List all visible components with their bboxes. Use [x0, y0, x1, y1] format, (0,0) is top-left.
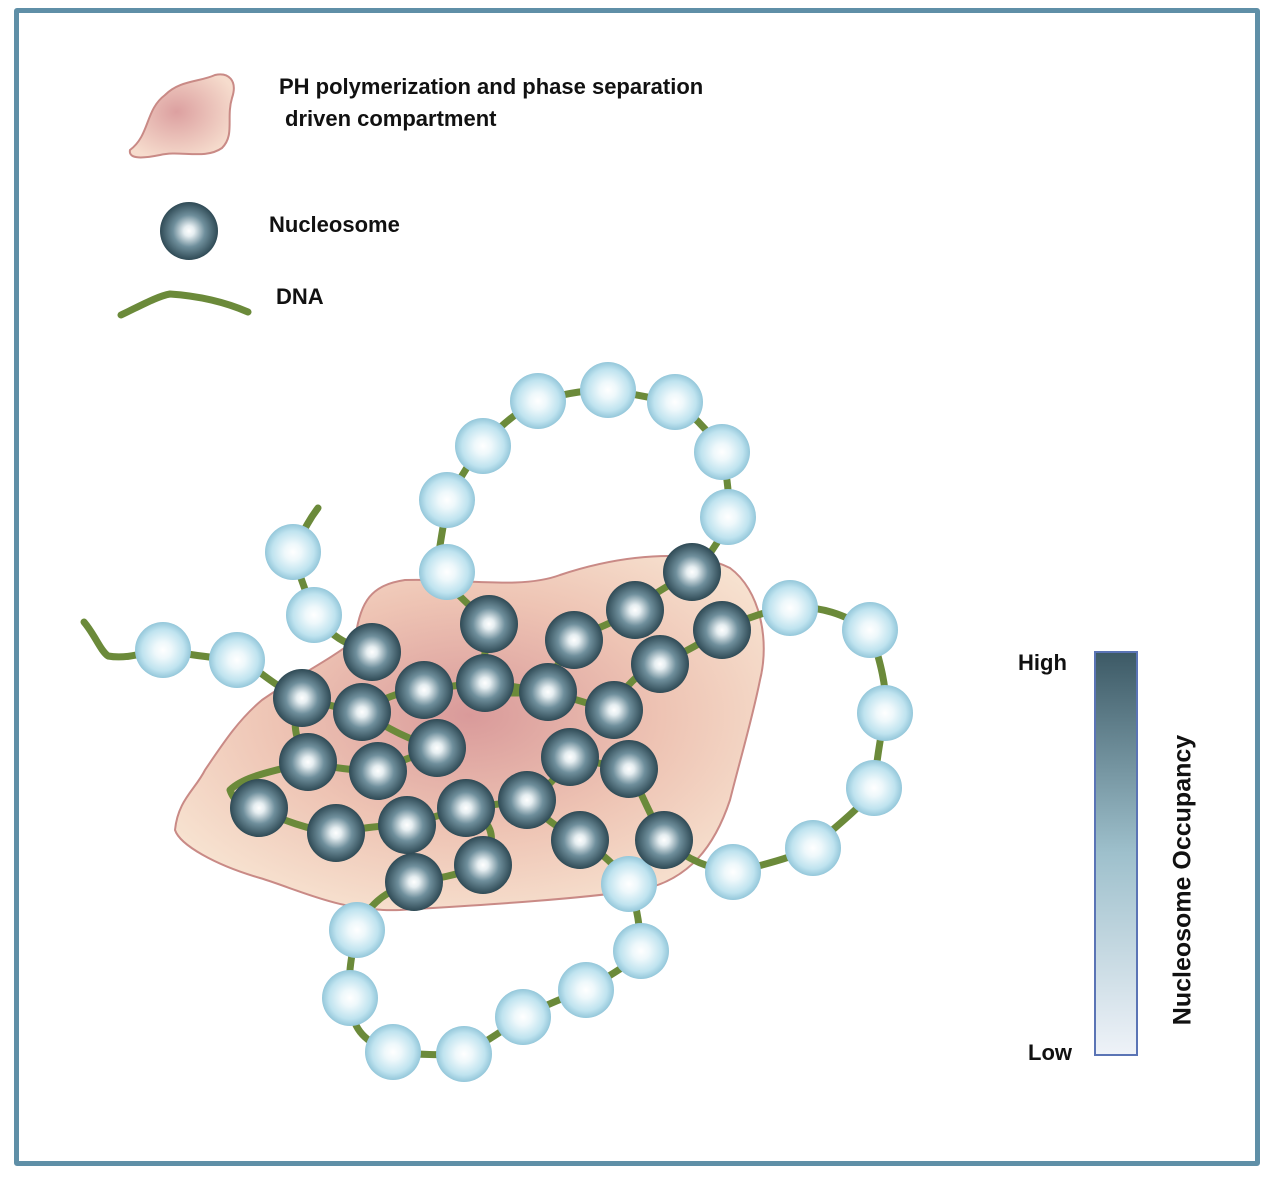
- open-nucleosome: [580, 362, 636, 418]
- compartment-legend-line1: PH polymerization and phase separation: [279, 74, 704, 99]
- open-nucleosome: [705, 844, 761, 900]
- dense-nucleosome: [635, 811, 693, 869]
- dense-nucleosome: [545, 611, 603, 669]
- dense-nucleosome: [454, 836, 512, 894]
- dense-nucleosome: [519, 663, 577, 721]
- open-nucleosome: [495, 989, 551, 1045]
- open-nucleosome: [857, 685, 913, 741]
- dense-nucleosome: [456, 654, 514, 712]
- dense-nucleosome: [498, 771, 556, 829]
- dense-nucleosome: [279, 733, 337, 791]
- open-nucleosome: [322, 970, 378, 1026]
- scale-high-label: High: [1018, 650, 1067, 675]
- nucleosome-legend-icon: [160, 202, 218, 260]
- open-nucleosome: [558, 962, 614, 1018]
- dense-nucleosome: [631, 635, 689, 693]
- open-nucleosome: [455, 418, 511, 474]
- compartment-legend-label: PH polymerization and phase separation d…: [279, 71, 703, 135]
- dense-nucleosome: [395, 661, 453, 719]
- nucleosome-legend-label: Nucleosome: [269, 212, 400, 237]
- dense-nucleosome: [385, 853, 443, 911]
- dense-nucleosome: [663, 543, 721, 601]
- open-nucleosome: [846, 760, 902, 816]
- dense-nucleosome: [606, 581, 664, 639]
- dense-nucleosome: [333, 683, 391, 741]
- dna-legend-icon: [117, 290, 252, 319]
- open-nucleosome: [436, 1026, 492, 1082]
- open-nucleosome: [419, 472, 475, 528]
- dense-nucleosome: [349, 742, 407, 800]
- open-nucleosome: [329, 902, 385, 958]
- dense-nucleosome: [460, 595, 518, 653]
- dense-nucleosome: [585, 681, 643, 739]
- dense-nucleosome: [551, 811, 609, 869]
- compartment-legend-line2: driven compartment: [285, 106, 497, 131]
- open-nucleosome: [265, 524, 321, 580]
- dense-nucleosome: [541, 728, 599, 786]
- dense-nucleosome: [230, 779, 288, 837]
- dna-strand: [80, 618, 306, 702]
- dense-nucleosome: [600, 740, 658, 798]
- open-nucleosome: [510, 373, 566, 429]
- open-nucleosome: [419, 544, 475, 600]
- open-nucleosome: [286, 587, 342, 643]
- open-nucleosome: [842, 602, 898, 658]
- open-nucleosome: [647, 374, 703, 430]
- open-nucleosome: [365, 1024, 421, 1080]
- compartment-legend-icon: [128, 73, 235, 159]
- open-nucleosome: [135, 622, 191, 678]
- open-nucleosome: [762, 580, 818, 636]
- dense-nucleosome: [378, 796, 436, 854]
- dense-nucleosome: [437, 779, 495, 837]
- dense-nucleosome: [273, 669, 331, 727]
- open-nucleosome: [601, 856, 657, 912]
- dense-nucleosome: [343, 623, 401, 681]
- dna-legend-label: DNA: [276, 284, 324, 309]
- dense-nucleosome: [693, 601, 751, 659]
- scale-low-label: Low: [1028, 1040, 1072, 1065]
- open-nucleosome: [694, 424, 750, 480]
- open-nucleosome: [209, 632, 265, 688]
- open-nucleosome: [700, 489, 756, 545]
- open-nucleosome: [613, 923, 669, 979]
- dense-nucleosome: [408, 719, 466, 777]
- nucleosome-array: [135, 362, 913, 1082]
- scale-title: Nucleosome Occupancy: [1168, 734, 1197, 1026]
- occupancy-scale-bar: [1094, 651, 1138, 1056]
- open-nucleosome: [785, 820, 841, 876]
- dense-nucleosome: [307, 804, 365, 862]
